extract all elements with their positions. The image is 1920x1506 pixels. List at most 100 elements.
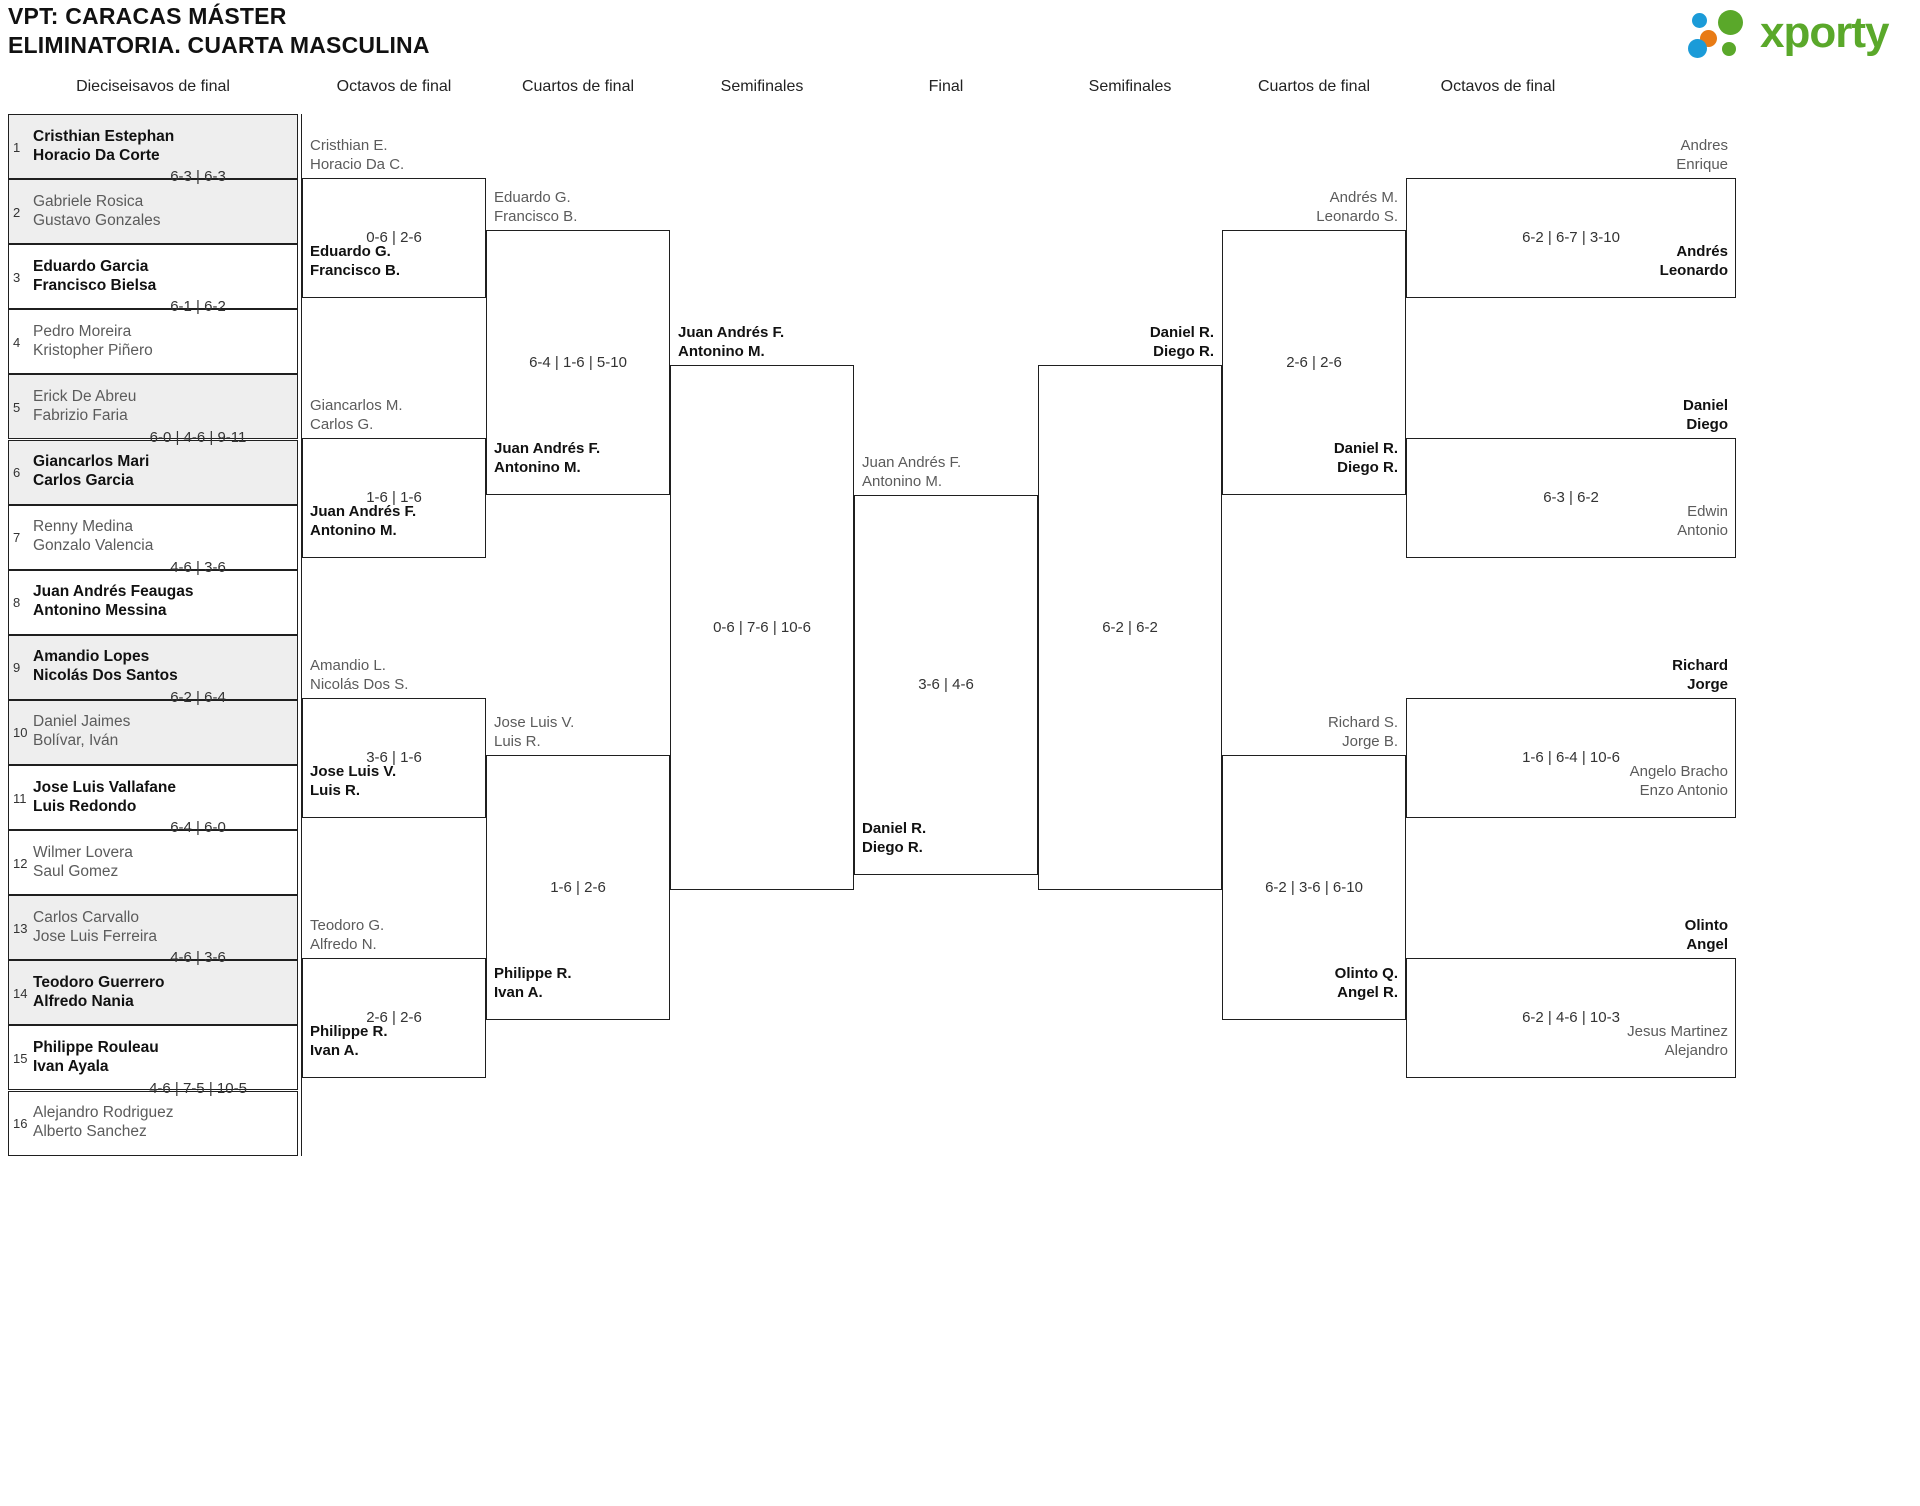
logo-dots-icon: [1682, 10, 1758, 60]
match-score: 6-2 | 6-7 | 3-10: [1522, 229, 1620, 246]
player-name-2: Ivan A.: [310, 1042, 359, 1059]
team-label-top: Jose Luis V. Luis R.: [494, 713, 574, 751]
player-name-1: Angelo Bracho: [1629, 763, 1728, 780]
match-score: 6-1 | 6-2: [170, 298, 226, 316]
player-name-2: Luis R.: [310, 782, 361, 799]
player-name-2: Angel R.: [1337, 984, 1398, 1001]
match-box-octavos-left-4[interactable]: [302, 958, 486, 1078]
team-label-top: Juan Andrés F.Antonino M.: [862, 453, 961, 491]
player-name-1: Daniel: [1682, 397, 1728, 414]
player-name-1: Richard S.: [1327, 714, 1398, 731]
player-name-1: Philippe Rouleau: [33, 1038, 159, 1056]
player-name-2: Saul Gomez: [33, 862, 119, 880]
player-name-1: Daniel R.: [1149, 324, 1214, 341]
player-name-2: Ivan A.: [494, 984, 543, 1001]
title-line-2: ELIMINATORIA. CUARTA MASCULINA: [8, 32, 430, 58]
seed-number: 3: [13, 269, 21, 285]
match-box-semifinal-left[interactable]: [670, 365, 854, 890]
team-label-bottom: Daniel R.Diego R.: [862, 819, 926, 857]
player-name-1: Gabriele Rosica: [33, 192, 144, 210]
player-name-1: Andrés M.: [1329, 189, 1398, 206]
match-box-octavos-left-1[interactable]: [302, 178, 486, 298]
player-name-2: Alberto Sanchez: [33, 1123, 147, 1141]
player-name-2: Antonino M.: [494, 459, 581, 476]
match-box-semifinal-right[interactable]: [1038, 365, 1222, 890]
team-label-bottom: Juan Andrés F. Antonino M.: [494, 439, 600, 477]
team-label-top: Eduardo G.Francisco B.: [494, 188, 577, 226]
team-label-top: Juan Andrés F.Antonino M.: [678, 323, 784, 361]
player-name-1: Eduardo G.: [310, 243, 391, 260]
player-name-1: Amandio Lopes: [33, 648, 150, 666]
player-name-1: Wilmer Lovera: [33, 843, 133, 861]
match-box-octavos-right-2[interactable]: [1406, 438, 1736, 558]
seed-number: 15: [13, 1050, 28, 1066]
seed-number: 14: [13, 985, 28, 1001]
player-name-2: Diego: [1686, 416, 1728, 433]
xporty-logo: xporty: [1682, 6, 1912, 62]
team-label-top: Amandio L.Nicolás Dos S.: [310, 656, 408, 694]
player-name-2: Enrique: [1676, 156, 1728, 173]
player-name-1: Richard: [1672, 657, 1728, 674]
match-score: 6-4 | 6-0: [170, 819, 226, 837]
seed-number: 4: [13, 334, 21, 350]
round-header-sf-right: Semifinales: [1088, 78, 1172, 95]
match-box-octavos-right-4[interactable]: [1406, 958, 1736, 1078]
match-score: 6-2 | 4-6 | 10-3: [1522, 1009, 1620, 1026]
player-name-1: Jose Luis V.: [494, 714, 575, 731]
player-name-1: Juan Andrés F.: [310, 503, 417, 520]
match-box-octavos-left-3[interactable]: [302, 698, 486, 818]
match-box-cuartos-right-2[interactable]: [1222, 755, 1406, 1020]
player-name-1: Teodoro G.: [310, 917, 385, 934]
player-name-2: Luis R.: [494, 733, 541, 750]
player-name-2: Horacio Da Corte: [33, 146, 160, 164]
team-label-bottom: Daniel R.Diego R.: [1198, 439, 1398, 477]
player-name-1: Alejandro Rodriguez: [33, 1104, 174, 1122]
player-name-1: Juan Andrés F.: [494, 440, 601, 457]
match-box-octavos-right-1[interactable]: [1406, 178, 1736, 298]
player-name-1: Olinto Q.: [1334, 965, 1398, 982]
title-line-1: VPT: CARACAS MÁSTER: [8, 3, 287, 29]
page-title: VPT: CARACAS MÁSTER ELIMINATORIA. CUARTA…: [8, 2, 430, 60]
player-name-2: Jorge B.: [1342, 733, 1398, 750]
match-box-cuartos-right-1[interactable]: [1222, 230, 1406, 495]
seed-number: 8: [13, 595, 21, 611]
team-label-bottom: Jose Luis V.Luis R.: [310, 762, 396, 800]
player-name-2: Diego R.: [862, 839, 923, 856]
team-label-bottom: Philippe R.Ivan A.: [310, 1022, 388, 1060]
match-box-cuartos-left-2[interactable]: [486, 755, 670, 1020]
seed-number: 12: [13, 855, 28, 871]
player-name-2: Antonio: [1677, 522, 1728, 539]
seed-number: 10: [13, 725, 28, 741]
team-label-top: Andrés M.Leonardo S.: [1198, 188, 1398, 226]
match-box-octavos-right-3[interactable]: [1406, 698, 1736, 818]
team-label-top: Daniel R.Diego R.: [1014, 323, 1214, 361]
player-name-1: Andrés: [1676, 243, 1728, 260]
match-box-cuartos-left-1[interactable]: [486, 230, 670, 495]
match-box-final[interactable]: [854, 495, 1038, 875]
match-box-octavos-left-2[interactable]: [302, 438, 486, 558]
